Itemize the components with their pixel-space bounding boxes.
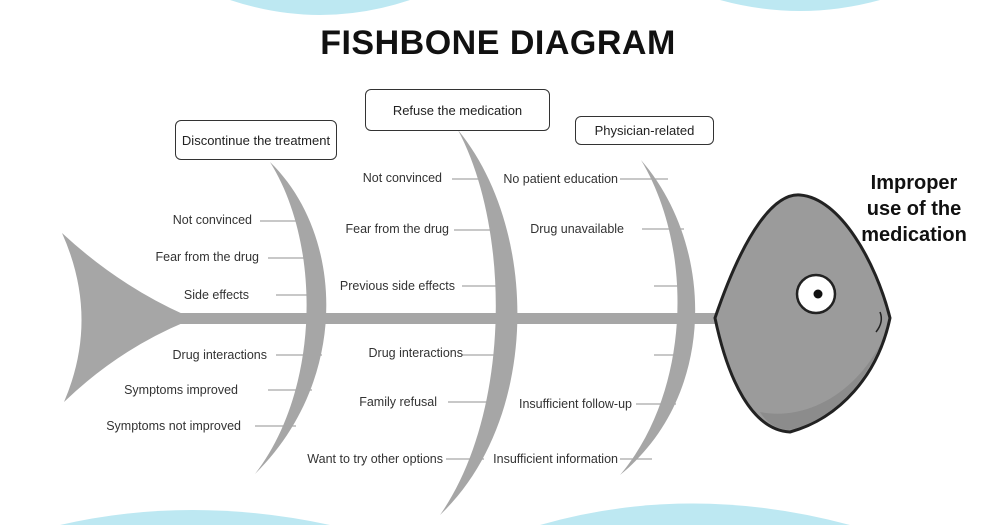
cause-label: Previous side effects <box>339 279 455 293</box>
cause-label: Symptoms improved <box>124 383 238 397</box>
fish-pupil <box>813 289 823 299</box>
bottom-wave-left <box>60 510 330 525</box>
effect-label: Improper use of the medication <box>838 170 990 248</box>
cause-label: Want to try other options <box>307 452 443 466</box>
cause-label: Family refusal <box>359 395 437 409</box>
fish-spine <box>175 313 725 324</box>
bottom-wave-right <box>540 503 850 525</box>
category-label: Discontinue the treatment <box>181 132 331 148</box>
cause-label: Insufficient information <box>493 452 618 466</box>
rib-1-ticks <box>255 220 322 427</box>
rib-3-ticks <box>620 178 690 460</box>
top-wave-right <box>720 0 880 11</box>
rib-3 <box>620 160 696 475</box>
rib-2 <box>440 130 518 515</box>
cause-label: Drug interactions <box>172 348 268 362</box>
top-wave-left <box>230 0 410 15</box>
cause-label: No patient education <box>503 172 618 186</box>
fish-tail <box>62 233 185 402</box>
fish-head <box>713 193 892 434</box>
cause-label: Drug unavailable <box>530 222 624 236</box>
effect-line-1: Improper <box>870 172 958 194</box>
category-box-physician: Physician-related <box>575 116 714 145</box>
cause-label: Not convinced <box>172 213 252 227</box>
fish-mouth <box>875 311 883 333</box>
cause-label: Insufficient follow-up <box>518 397 632 411</box>
cause-label: Side effects <box>183 288 249 302</box>
category-label: Physician-related <box>594 123 695 138</box>
cause-label: Symptoms not improved <box>106 419 241 433</box>
rib-1 <box>255 162 327 474</box>
effect-line-2: use of the <box>866 198 962 220</box>
category-box-discontinue: Discontinue the treatment <box>175 120 337 160</box>
cause-label: Fear from the drug <box>345 222 449 236</box>
cause-label: Drug interactions <box>368 346 464 360</box>
category-label: Refuse the medication <box>392 102 523 118</box>
page-title: FISHBONE DIAGRAM <box>320 24 676 62</box>
rib-2-ticks <box>446 178 505 460</box>
cause-label: Not convinced <box>362 171 442 185</box>
cause-label: Fear from the drug <box>155 250 259 264</box>
fish-head-shade <box>760 345 880 430</box>
category-box-refuse: Refuse the medication <box>365 89 550 131</box>
effect-line-3: medication <box>861 224 967 246</box>
